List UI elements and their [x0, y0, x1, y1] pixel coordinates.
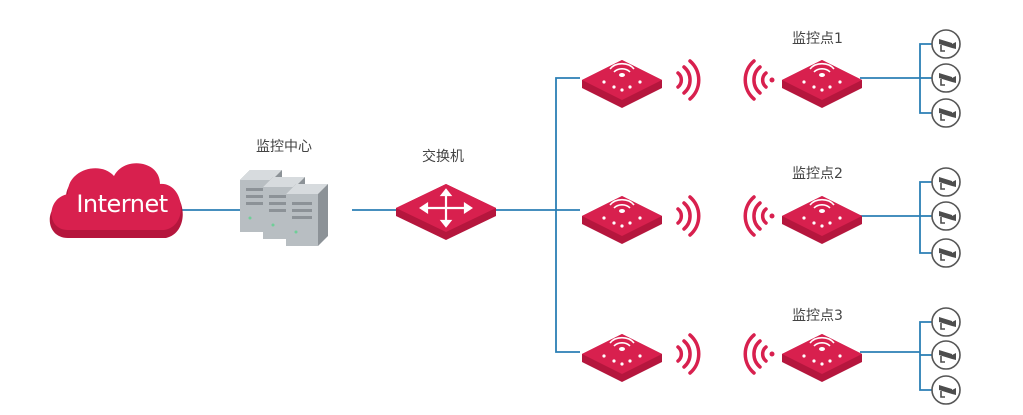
cctv-camera-icon: [931, 375, 961, 405]
bridge-right-2: [781, 195, 863, 245]
internet-label: Internet: [76, 190, 168, 218]
cctv-camera-icon: [931, 167, 961, 197]
bridge-left-3: [581, 333, 663, 383]
wifi-signal-icon: [743, 333, 777, 375]
center-label: 监控中心: [256, 139, 312, 155]
cctv-camera-icon: [931, 238, 961, 268]
cctv-camera-icon: [931, 63, 961, 93]
internet-cloud-icon: [49, 163, 183, 238]
switch-icon: [396, 184, 496, 240]
cctv-camera-icon: [931, 340, 961, 370]
bridge-right-1: [781, 59, 863, 109]
cctv-camera-icon: [931, 201, 961, 231]
wifi-signal-icon: [676, 195, 701, 237]
site2-label: 监控点2: [792, 166, 843, 182]
wifi-signal-icon: [743, 59, 777, 101]
cctv-camera-icon: [931, 98, 961, 128]
switch-label: 交换机: [422, 149, 464, 165]
bridge-left-2: [581, 195, 663, 245]
cctv-camera-icon: [931, 29, 961, 59]
site1-label: 监控点1: [792, 31, 843, 47]
bridge-right-3: [781, 333, 863, 383]
links: [182, 43, 935, 391]
cctv-camera-icon: [931, 307, 961, 337]
wifi-signal-icon: [676, 59, 701, 101]
wifi-signal-icon: [676, 333, 701, 375]
wifi-signal-icon: [743, 195, 777, 237]
bridge-left-1: [581, 59, 663, 109]
site3-label: 监控点3: [792, 308, 843, 324]
server-rack-icon: [240, 170, 328, 246]
